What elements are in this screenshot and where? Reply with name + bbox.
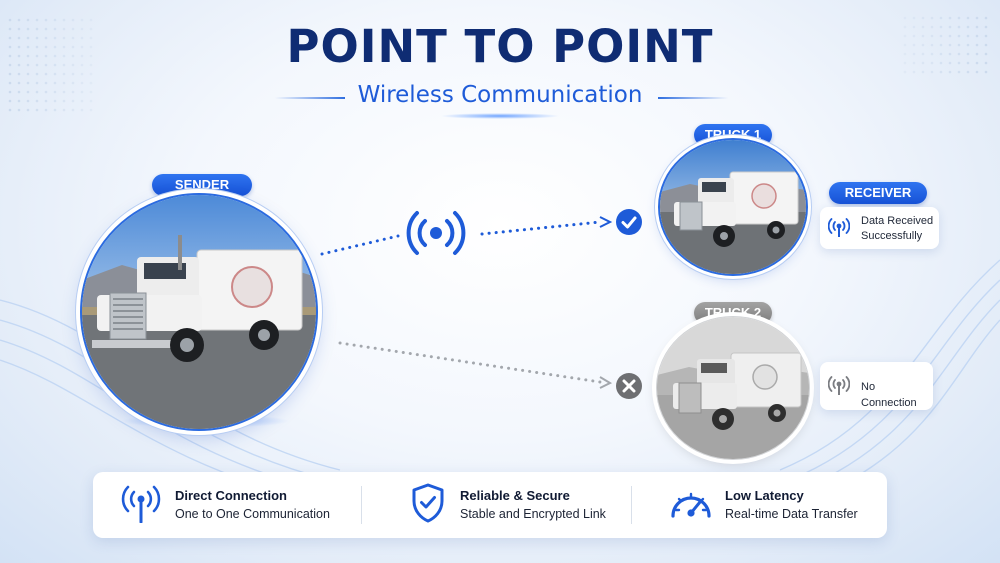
feature-desc-reliable-secure: Stable and Encrypted Link [460,507,606,521]
receiver-status-line2: Successfully [861,230,923,242]
feature-divider-1 [361,486,362,524]
feature-desc-direct-connection: One to One Communication [175,507,330,521]
subtitle-glow [440,113,560,119]
shield-check-icon [412,483,444,523]
receiver-status-card: Data Received Successfully [820,207,939,249]
antenna-icon [121,485,161,523]
truck1-image [658,138,808,276]
sender-to-signal-line [320,234,400,256]
subtitle-right-line [658,97,728,99]
feature-divider-2 [631,486,632,524]
page-title: POINT TO POINT [286,20,714,73]
receiver-status-line1: Data Received [861,215,934,227]
feature-title-low-latency: Low Latency [725,488,804,503]
truck2-status-text: No Connection [861,381,917,409]
speedometer-icon [671,492,711,518]
sender-label: SENDER [152,174,252,196]
receiver-label: RECEIVER [829,182,927,204]
truck2-image [656,316,810,460]
receiver-signal-icon [828,218,850,237]
truck-photo-2 [657,317,809,459]
subtitle-left-line [275,97,345,99]
success-check-icon [616,209,642,235]
failed-x-icon [616,373,642,399]
feature-bar: Direct Connection One to One Communicati… [93,472,887,538]
truck2-status-card: No Connection [820,362,933,410]
feature-desc-low-latency: Real-time Data Transfer [725,507,858,521]
page-subtitle: Wireless Communication [357,82,643,108]
feature-title-direct-connection: Direct Connection [175,488,287,503]
truck2-signal-icon [828,376,850,395]
truck-photo-1 [660,140,806,274]
sender-to-truck2-line [338,341,602,384]
signal-to-truck1-line [480,220,602,236]
wireless-signal-icon [406,211,466,255]
feature-title-reliable-secure: Reliable & Secure [460,488,570,503]
